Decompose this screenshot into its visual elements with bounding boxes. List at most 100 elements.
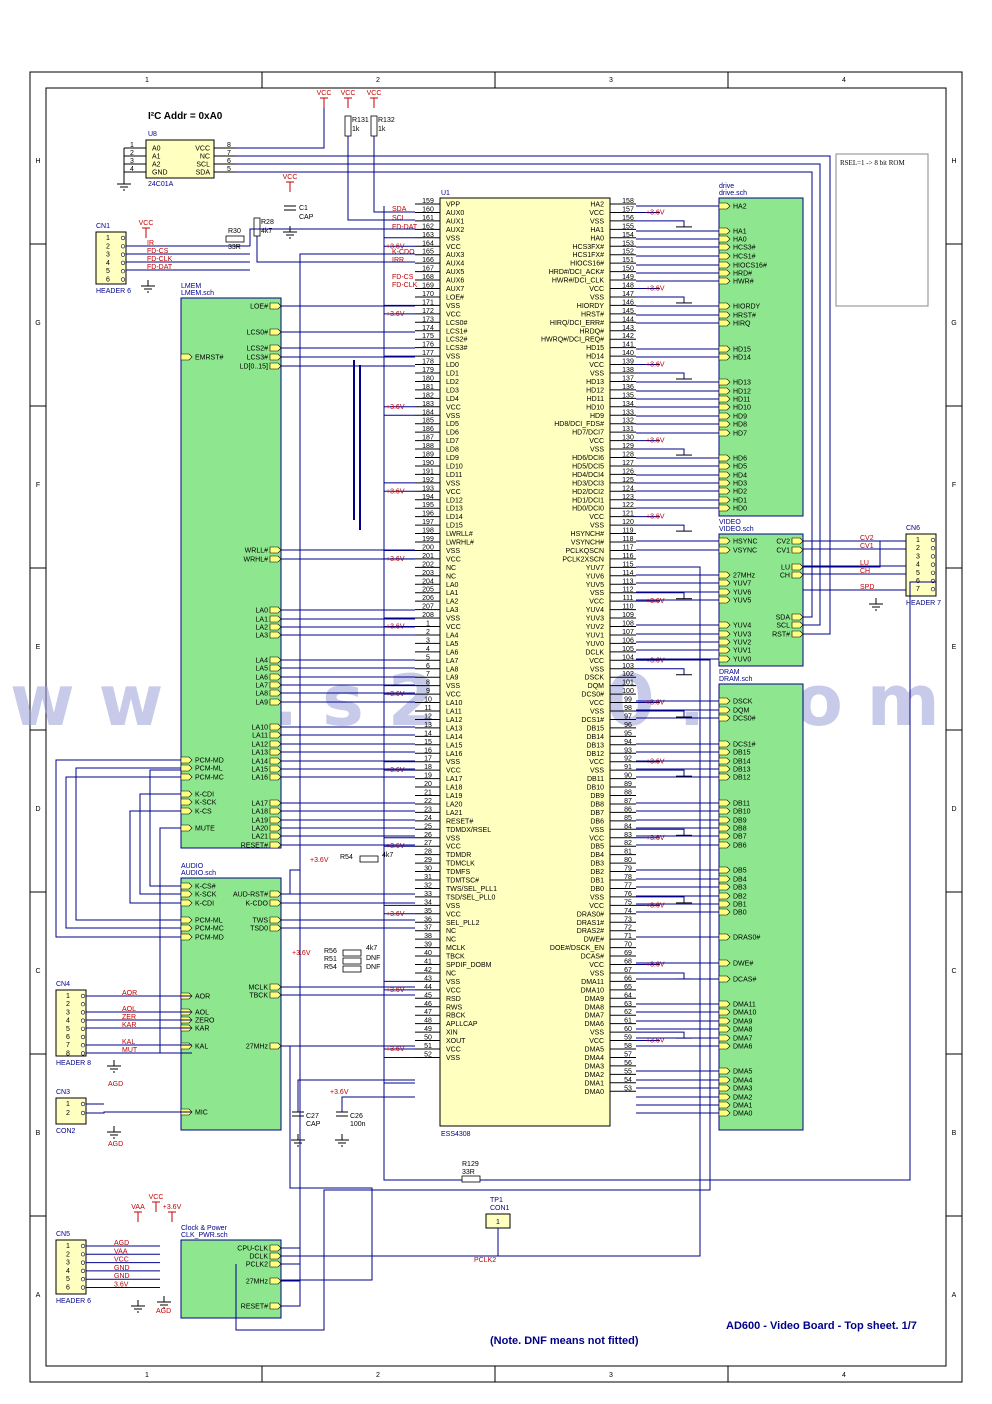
- dram-port-dma8[interactable]: DMA8: [718, 1025, 753, 1034]
- lmem-port-la3[interactable]: LA3: [256, 631, 282, 640]
- dram-port-db14[interactable]: DB14: [718, 757, 751, 766]
- audio-port-pcm-md[interactable]: PCM-MD: [180, 933, 224, 942]
- dram-port-db11[interactable]: DB11: [718, 799, 750, 808]
- video-port-yuv7[interactable]: YUV7: [718, 579, 751, 588]
- clk-port-reset[interactable]: RESET#: [241, 1302, 282, 1311]
- dram-port-dma11[interactable]: DMA11: [718, 1000, 756, 1009]
- lmem-port-la6[interactable]: LA6: [256, 673, 282, 682]
- video-port-vsync[interactable]: VSYNC: [718, 546, 757, 555]
- lmem-port-la11[interactable]: LA11: [252, 731, 282, 740]
- video-port-yuv1[interactable]: YUV1: [718, 646, 751, 655]
- lmem-port-mute[interactable]: MUTE: [180, 824, 215, 833]
- lmem-port-la4[interactable]: LA4: [256, 656, 282, 665]
- lmem-port-la16[interactable]: LA16: [252, 773, 282, 782]
- dram-port-dma9[interactable]: DMA9: [718, 1017, 753, 1026]
- drive-port-hd8[interactable]: HD8: [718, 420, 747, 429]
- dram-port-db7[interactable]: DB7: [718, 832, 747, 841]
- sheet-audio[interactable]: AUDIOAUDIO.schK-CS#K-SCKK-CDIPCM-MLPCM-M…: [180, 863, 415, 1131]
- lmem-port-la10[interactable]: LA10: [252, 723, 282, 732]
- audio-port-mclk[interactable]: MCLK: [249, 983, 282, 992]
- drive-port-hd6[interactable]: HD6: [718, 454, 747, 463]
- audio-port-pcm-mc[interactable]: PCM-MC: [180, 924, 224, 933]
- drive-port-hd12[interactable]: HD12: [718, 387, 751, 396]
- dram-port-db10[interactable]: DB10: [718, 807, 751, 816]
- video-port-yuv2[interactable]: YUV2: [718, 638, 751, 647]
- lmem-port-k-cs[interactable]: K-CS: [180, 807, 212, 816]
- audio-port-27mhz[interactable]: 27MHz: [246, 1042, 282, 1051]
- video-port-yuv5[interactable]: YUV5: [718, 596, 751, 605]
- dram-port-db5[interactable]: DB5: [718, 866, 747, 875]
- drive-port-hiocs16[interactable]: HIOCS16#: [718, 261, 767, 270]
- video-port-scl[interactable]: SCL: [776, 621, 804, 630]
- dram-port-dsck[interactable]: DSCK: [718, 697, 753, 706]
- lmem-port-emrst[interactable]: EMRST#: [180, 353, 224, 362]
- video-port-yuv6[interactable]: YUV6: [718, 588, 751, 597]
- video-port-cv2[interactable]: CV2: [776, 537, 804, 546]
- drive-port-ha2[interactable]: HA2: [718, 202, 747, 211]
- dram-port-dma6[interactable]: DMA6: [718, 1042, 753, 1051]
- dram-port-dcs1[interactable]: DCS1#: [718, 740, 756, 749]
- drive-port-hrst[interactable]: HRST#: [718, 311, 756, 320]
- lmem-port-k-cdi[interactable]: K-CDI: [180, 790, 214, 799]
- audio-port-pcm-ml[interactable]: PCM-ML: [180, 916, 223, 925]
- drive-port-hiordy[interactable]: HIORDY: [718, 302, 761, 311]
- drive-port-hd5[interactable]: HD5: [718, 462, 747, 471]
- drive-port-hd1[interactable]: HD1: [718, 496, 747, 505]
- lmem-port-la2[interactable]: LA2: [256, 623, 282, 632]
- dram-port-db4[interactable]: DB4: [718, 875, 747, 884]
- dram-port-db12[interactable]: DB12: [718, 773, 751, 782]
- lmem-port-la8[interactable]: LA8: [256, 689, 282, 698]
- drive-port-hd13[interactable]: HD13: [718, 378, 751, 387]
- dram-port-db6[interactable]: DB6: [718, 841, 747, 850]
- lmem-port-wrhl[interactable]: WRHL#: [243, 555, 282, 564]
- lmem-port-la20[interactable]: LA20: [252, 824, 282, 833]
- drive-port-hwr[interactable]: HWR#: [718, 277, 754, 286]
- sheet-clk[interactable]: Clock & PowerCLK_PWR.schCPU-CLKDCLKPCLK2…: [180, 1225, 300, 1319]
- lmem-port-lcs0[interactable]: LCS0#: [247, 328, 282, 337]
- drive-port-hd3[interactable]: HD3: [718, 479, 747, 488]
- audio-port-k-cs[interactable]: K-CS#: [180, 882, 216, 891]
- drive-port-hd0[interactable]: HD0: [718, 504, 747, 513]
- drive-port-hirq[interactable]: HIRQ: [718, 319, 751, 328]
- lmem-port-la13[interactable]: LA13: [252, 748, 282, 757]
- drive-port-hd11[interactable]: HD11: [718, 395, 750, 404]
- dram-port-db13[interactable]: DB13: [718, 765, 751, 774]
- sheet-drive[interactable]: drivedrive.schHA2HA1HA0HCS3#HCS1#HIOCS16…: [636, 183, 804, 517]
- sheet-lmem[interactable]: LMEMLMEM.schLOE#LCS0#LCS2#LCS3#LD[0..15]…: [180, 283, 415, 850]
- dram-port-db8[interactable]: DB8: [718, 824, 747, 833]
- audio-port-tbck[interactable]: TBCK: [249, 991, 282, 1000]
- lmem-port-la1[interactable]: LA1: [256, 615, 282, 624]
- dram-port-dma10[interactable]: DMA10: [718, 1008, 756, 1017]
- lmem-port-la21[interactable]: LA21: [252, 832, 282, 841]
- video-port-rst[interactable]: RST#: [772, 630, 804, 639]
- dram-port-dras0[interactable]: DRAS0#: [718, 933, 760, 942]
- lmem-port-la14[interactable]: LA14: [252, 757, 282, 766]
- drive-port-ha0[interactable]: HA0: [718, 235, 747, 244]
- lmem-port-la17[interactable]: LA17: [252, 799, 282, 808]
- audio-port-k-sck[interactable]: K-SCK: [180, 890, 217, 899]
- video-port-sda[interactable]: SDA: [776, 613, 804, 622]
- drive-port-hd2[interactable]: HD2: [718, 487, 747, 496]
- lmem-port-la15[interactable]: LA15: [252, 765, 282, 774]
- dram-port-dma5[interactable]: DMA5: [718, 1067, 753, 1076]
- lmem-port-k-sck[interactable]: K-SCK: [180, 798, 217, 807]
- video-port-cv1[interactable]: CV1: [776, 546, 804, 555]
- lmem-port-la7[interactable]: LA7: [256, 681, 282, 690]
- sheet-video[interactable]: VIDEOVIDEO.schHSYNCVSYNC27MHzYUV7YUV6YUV…: [636, 519, 804, 667]
- video-port-yuv3[interactable]: YUV3: [718, 630, 751, 639]
- clk-port-cpu-clk[interactable]: CPU-CLK: [237, 1244, 282, 1253]
- dram-port-dma3[interactable]: DMA3: [718, 1084, 753, 1093]
- drive-port-hd15[interactable]: HD15: [718, 345, 751, 354]
- dram-port-db1[interactable]: DB1: [718, 900, 747, 909]
- drive-port-hd7[interactable]: HD7: [718, 429, 747, 438]
- dram-port-dcas[interactable]: DCAS#: [718, 975, 756, 984]
- audio-port-k-cdo[interactable]: K-CDO: [245, 899, 282, 908]
- clk-port-pclk2[interactable]: PCLK2: [246, 1260, 282, 1269]
- video-port-yuv0[interactable]: YUV0: [718, 655, 751, 664]
- video-port-yuv4[interactable]: YUV4: [718, 621, 751, 630]
- clk-port-dclk[interactable]: DCLK: [249, 1252, 282, 1261]
- dram-port-db9[interactable]: DB9: [718, 816, 747, 825]
